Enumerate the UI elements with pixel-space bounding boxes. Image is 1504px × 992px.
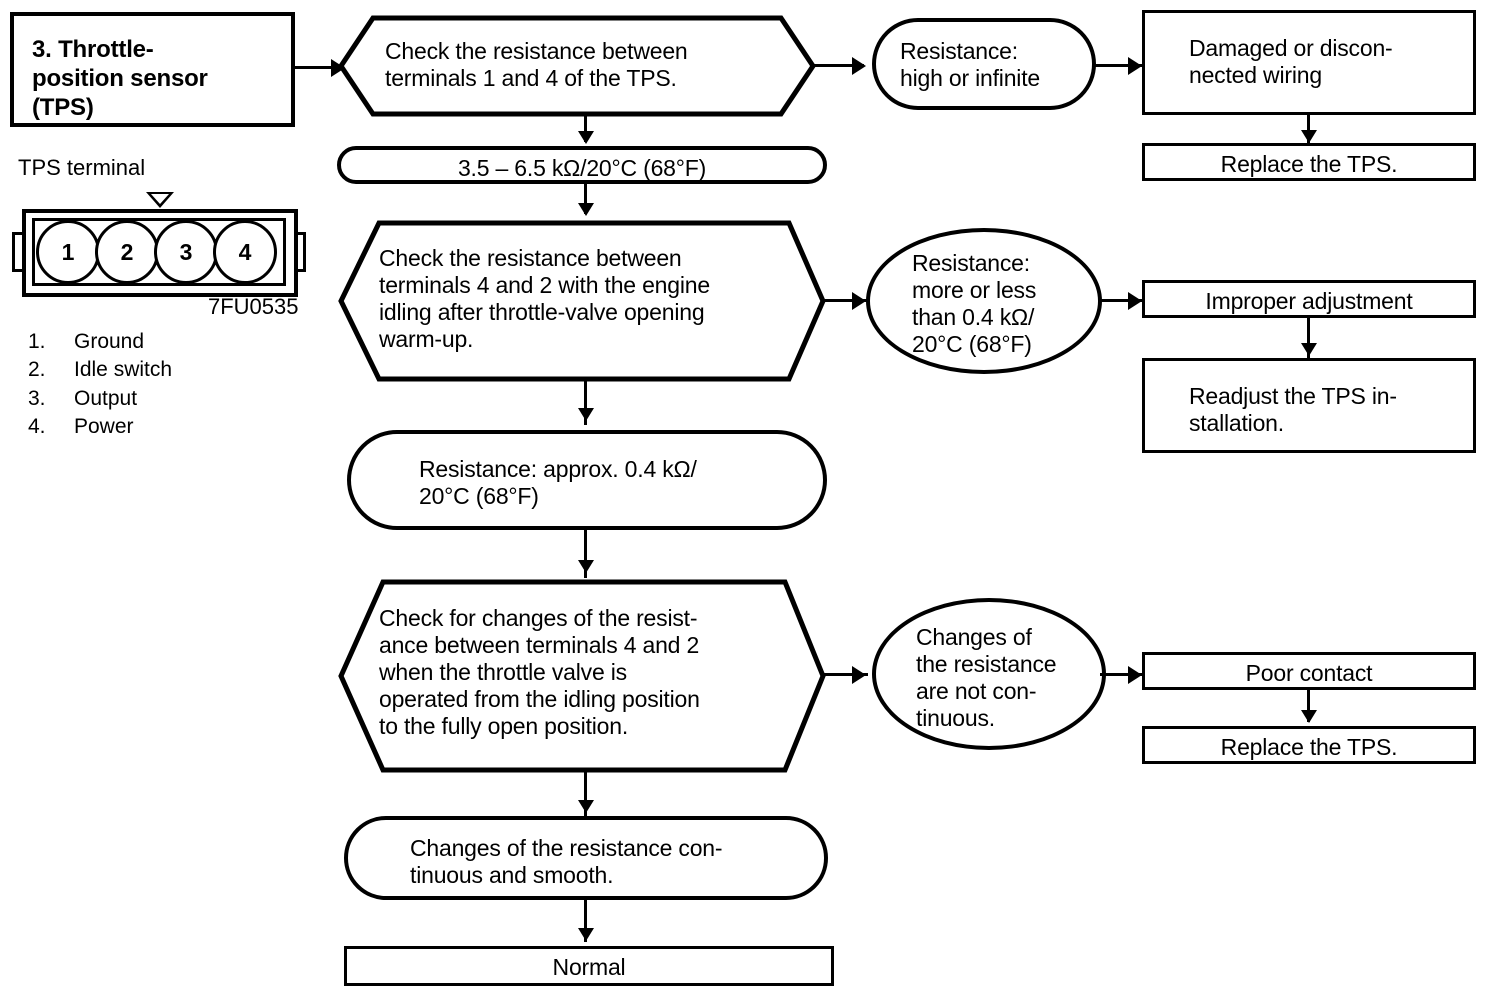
arrowhead-check3-to-branch3	[852, 666, 866, 684]
node-spec1-label: 3.5 – 6.5 kΩ/20°C (68°F)	[457, 155, 707, 181]
node-check3-label: Check for changes of the resist- ance be…	[379, 605, 700, 739]
title-box: 3. Throttle- position sensor (TPS)	[10, 12, 295, 127]
legend-number: 3.	[28, 386, 46, 410]
arrowhead-spec3-to-normal	[578, 928, 594, 941]
hexagon-shape	[338, 579, 826, 773]
arrowhead-branch2-cause-to-remedy	[1301, 343, 1317, 356]
node-branch1-cause: Damaged or discon- nected wiring	[1142, 10, 1476, 115]
legend-number: 1.	[28, 330, 46, 353]
arrowhead-spec2-to-check3	[578, 560, 594, 573]
legend-label: Idle switch	[74, 358, 173, 382]
connector-branch2-cause-to-remedy	[1307, 318, 1310, 358]
connector-pin-2: 2	[95, 220, 159, 284]
node-check1-label: Check the resistance between terminals 1…	[385, 38, 688, 91]
legend-item: 4. Power	[28, 413, 172, 441]
node-branch2-condition-label: Resistance: more or less than 0.4 kΩ/ 20…	[912, 250, 1037, 357]
legend-label: Output	[74, 386, 138, 410]
node-branch2-cause: Improper adjustment	[1142, 280, 1476, 318]
legend-label: Power	[74, 415, 134, 439]
connector-pin-1: 1	[36, 220, 100, 284]
arrowhead-branch3-cause-to-remedy	[1301, 710, 1317, 723]
node-branch2-remedy: Readjust the TPS in- stallation.	[1142, 358, 1476, 453]
hexagon-shape	[337, 15, 817, 117]
arrowhead-check1-to-branch1	[852, 57, 866, 75]
node-branch1-condition-label: Resistance: high or infinite	[900, 38, 1040, 91]
node-branch3-cause-label: Poor contact	[1245, 660, 1373, 686]
node-branch2-cause-label: Improper adjustment	[1205, 288, 1413, 314]
connector-legend: 1. Ground 2. Idle switch 3. Output 4. Po…	[28, 328, 172, 441]
node-normal-label: Normal	[552, 954, 626, 980]
arrowhead-check2-to-branch2	[852, 292, 866, 310]
title-label: 3. Throttle- position sensor (TPS)	[32, 36, 208, 121]
connector-branch2-cond-to-cause	[1098, 299, 1144, 302]
node-branch2-remedy-label: Readjust the TPS in- stallation.	[1189, 383, 1397, 436]
connector-figure-code: 7FU0535	[208, 294, 299, 319]
arrowhead-check3-to-spec3	[578, 800, 594, 813]
legend-item: 2. Idle switch	[28, 356, 172, 384]
node-spec2: Resistance: approx. 0.4 kΩ/ 20°C (68°F)	[347, 430, 827, 530]
legend-item: 1. Ground	[28, 328, 172, 356]
node-branch1-cause-label: Damaged or discon- nected wiring	[1189, 35, 1393, 88]
connector-check2-to-spec2	[584, 381, 587, 425]
node-spec1: 3.5 – 6.5 kΩ/20°C (68°F)	[337, 146, 827, 184]
node-branch3-condition: Changes of the resistance are not con- t…	[872, 598, 1106, 750]
connector-branch1-cond-to-cause	[1094, 64, 1144, 67]
arrowhead-check1-to-spec1	[578, 131, 594, 144]
legend-number: 4.	[28, 415, 46, 439]
node-normal: Normal	[344, 946, 834, 986]
node-check2-label: Check the resistance between terminals 4…	[379, 245, 710, 352]
connector-check3-to-branch3	[824, 673, 868, 676]
arrowhead-branch3-cond-to-cause	[1128, 666, 1142, 684]
node-branch1-remedy-label: Replace the TPS.	[1220, 151, 1398, 177]
arrowhead-branch1-cond-to-cause	[1128, 57, 1142, 75]
arrowhead-branch1-cause-to-remedy	[1301, 130, 1317, 143]
connector-title-to-check1	[295, 66, 343, 69]
connector-pin-4: 4	[213, 220, 277, 284]
node-branch1-condition: Resistance: high or infinite	[872, 18, 1096, 110]
connector-check1-to-branch1	[814, 64, 864, 67]
node-check3: Check for changes of the resist- ance be…	[337, 578, 827, 774]
node-branch3-condition-label: Changes of the resistance are not con- t…	[916, 624, 1057, 731]
node-check1: Check the resistance between terminals 1…	[337, 14, 817, 118]
node-branch2-condition: Resistance: more or less than 0.4 kΩ/ 20…	[866, 228, 1102, 374]
legend-number: 2.	[28, 358, 46, 382]
node-spec2-label: Resistance: approx. 0.4 kΩ/ 20°C (68°F)	[419, 456, 697, 509]
connector-spec3-to-normal	[584, 898, 587, 942]
node-branch3-cause: Poor contact	[1142, 652, 1476, 690]
connector-pin-3: 3	[154, 220, 218, 284]
connector-spec2-to-check3	[584, 530, 587, 578]
arrowhead-spec1-to-check2	[578, 203, 594, 216]
node-spec3: Changes of the resistance con- tinuous a…	[344, 816, 828, 900]
connector-check3-to-spec3	[584, 772, 587, 816]
connector-check2-to-branch2	[824, 299, 868, 302]
connector-spec1-to-check2	[584, 184, 587, 214]
hexagon-shape	[338, 220, 826, 382]
node-branch3-remedy: Replace the TPS.	[1142, 726, 1476, 764]
legend-label: Ground	[74, 330, 145, 353]
connector-branch3-cause-to-remedy	[1307, 690, 1310, 722]
node-branch1-remedy: Replace the TPS.	[1142, 143, 1476, 181]
connector-key-triangle-inner-icon	[151, 194, 169, 204]
node-check2: Check the resistance between terminals 4…	[337, 219, 827, 383]
node-branch3-remedy-label: Replace the TPS.	[1220, 734, 1398, 760]
connector-caption: TPS terminal	[18, 155, 146, 180]
node-spec3-label: Changes of the resistance con- tinuous a…	[410, 835, 723, 888]
connector-check1-to-spec1	[584, 116, 587, 142]
arrowhead-branch2-cond-to-cause	[1128, 292, 1142, 310]
legend-item: 3. Output	[28, 385, 172, 413]
connector-branch1-cause-to-remedy	[1307, 115, 1310, 143]
connector-branch3-cond-to-cause	[1100, 673, 1144, 676]
arrowhead-check2-to-spec2	[578, 408, 594, 421]
